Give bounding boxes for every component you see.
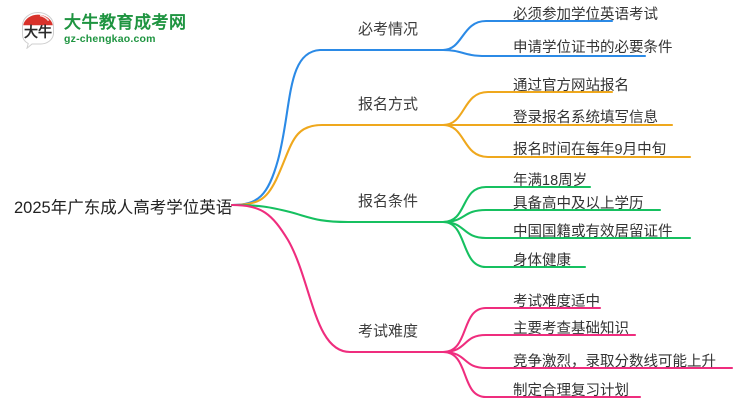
leaf-label-4-2[interactable]: 主要考查基础知识	[513, 321, 629, 337]
branch-label-1[interactable]: 必考情况	[358, 21, 419, 38]
leaf-label-4-4[interactable]: 制定合理复习计划	[513, 383, 629, 399]
svg-text:大牛: 大牛	[24, 24, 52, 40]
leaf-label-2-3[interactable]: 报名时间在每年9月中旬	[513, 142, 667, 158]
daniu-speech-bubble-logo-icon: 大牛	[18, 9, 58, 50]
leaf-label-4-3[interactable]: 竞争激烈，录取分数线可能上升	[513, 354, 716, 370]
logo-domain: gz-chengkao.com	[64, 32, 156, 45]
branch-label-4[interactable]: 考试难度	[358, 323, 419, 340]
logo-title: 大牛教育成考网	[64, 12, 187, 32]
mindmap-root-node[interactable]: 2025年广东成人高考学位英语	[14, 199, 233, 217]
branch-label-3[interactable]: 报名条件	[358, 193, 419, 210]
branch-wire-2	[230, 90, 692, 207]
leaf-label-3-3[interactable]: 中国国籍或有效居留证件	[513, 224, 673, 240]
leaf-label-3-2[interactable]: 具备高中及以上学历	[513, 196, 644, 212]
site-logo: 大牛 大牛教育成考网 gz-chengkao.com	[18, 6, 198, 52]
leaf-label-3-1[interactable]: 年满18周岁	[513, 173, 588, 189]
leaf-label-1-2[interactable]: 申请学位证书的必要条件	[513, 40, 673, 56]
logo-wordmark: 大牛教育成考网 gz-chengkao.com	[64, 14, 187, 45]
branch-wire-1	[230, 19, 647, 207]
leaf-label-4-1[interactable]: 考试难度适中	[513, 294, 600, 310]
leaf-label-2-1[interactable]: 通过官方网站报名	[513, 78, 629, 94]
branch-label-2[interactable]: 报名方式	[358, 96, 419, 113]
leaf-label-2-2[interactable]: 登录报名系统填写信息	[513, 110, 658, 126]
leaf-label-3-4[interactable]: 身体健康	[513, 253, 571, 269]
branch-wire-4	[230, 203, 734, 399]
leaf-label-1-1[interactable]: 必须参加学位英语考试	[513, 7, 658, 23]
branch-wire-3	[230, 185, 692, 269]
